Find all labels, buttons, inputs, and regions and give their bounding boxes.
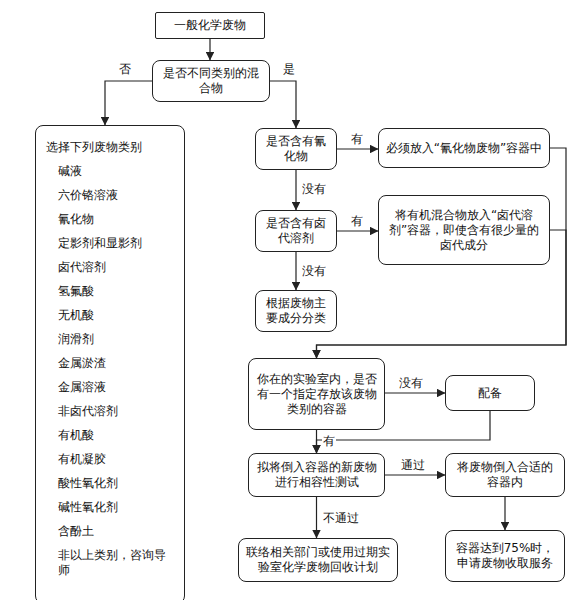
process-box: 拟将倒入容器的新废物进行相容性测试 bbox=[248, 453, 385, 497]
node-text: 是否不同类别的混合物 bbox=[159, 66, 263, 96]
node-text: 是否含有卤代溶剂 bbox=[262, 216, 330, 246]
node-text: 是否含有氰化物 bbox=[262, 134, 330, 164]
node-text: 一般化学废物 bbox=[174, 18, 246, 33]
category-list-box: 选择下列废物类别碱液六价铬溶液氰化物定影剂和显影剂卤代溶剂氢氟酸无机酸润滑剂金属… bbox=[35, 125, 185, 600]
node-text: 联络相关部门或使用过期实验室化学废物回收计划 bbox=[245, 545, 391, 575]
edge-label: 没有 bbox=[301, 264, 327, 278]
category-item: 氢氟酸 bbox=[46, 284, 94, 299]
edge-label: 有 bbox=[350, 214, 364, 228]
flow-arrow bbox=[504, 497, 505, 530]
category-item: 六价铬溶液 bbox=[46, 188, 118, 203]
decision-box: 是否含有氰化物 bbox=[255, 128, 337, 170]
category-item: 有机酸 bbox=[46, 428, 94, 443]
action-box: 将废物倒入合适的容器内 bbox=[445, 453, 565, 497]
flow-arrow bbox=[317, 148, 567, 358]
node-text: 配备 bbox=[478, 386, 502, 401]
category-item: 无机酸 bbox=[46, 308, 94, 323]
decision-box: 是否不同类别的混合物 bbox=[152, 60, 270, 102]
edge-label: 是 bbox=[282, 62, 296, 76]
node-text: 拟将倒入容器的新废物进行相容性测试 bbox=[255, 460, 378, 490]
flow-arrow bbox=[295, 252, 296, 290]
decision-box: 是否含有卤代溶剂 bbox=[255, 210, 337, 252]
list-heading: 选择下列废物类别 bbox=[46, 140, 142, 155]
category-item: 碱性氧化剂 bbox=[46, 500, 118, 515]
action-box: 联络相关部门或使用过期实验室化学废物回收计划 bbox=[238, 538, 398, 582]
category-item: 金属溶液 bbox=[46, 380, 106, 395]
flow-arrow bbox=[385, 392, 445, 393]
edge-label: 有 bbox=[350, 132, 364, 146]
action-box: 根据废物主要成分分类 bbox=[255, 290, 337, 332]
category-item: 有机凝胶 bbox=[46, 452, 106, 467]
category-item: 润滑剂 bbox=[46, 332, 94, 347]
flow-arrow bbox=[316, 430, 317, 453]
start-box: 一般化学废物 bbox=[155, 12, 265, 39]
category-item: 卤代溶剂 bbox=[46, 260, 106, 275]
category-item: 定影剂和显影剂 bbox=[46, 236, 142, 251]
category-item: 碱液 bbox=[46, 164, 82, 179]
action-box: 配备 bbox=[445, 375, 535, 411]
edge-label: 通过 bbox=[400, 458, 426, 472]
action-box: 必须放入“氰化物废物”容器中 bbox=[378, 128, 550, 168]
action-box: 容器达到75%时，申请废物收取服务 bbox=[445, 530, 565, 582]
node-text: 根据废物主要成分分类 bbox=[262, 296, 330, 326]
category-item: 非卤代溶剂 bbox=[46, 404, 118, 419]
node-text: 必须放入“氰化物废物”容器中 bbox=[386, 141, 542, 156]
flow-arrow bbox=[385, 474, 445, 475]
edge-label: 有 bbox=[322, 434, 336, 448]
category-item: 金属淤渣 bbox=[46, 356, 106, 371]
flow-arrow bbox=[337, 148, 378, 149]
flow-arrow bbox=[105, 81, 152, 125]
edge-label: 没有 bbox=[398, 376, 424, 390]
category-item: 含酚土 bbox=[46, 524, 94, 539]
decision-box: 你在的实验室内，是否有一个指定存放该废物类别的容器 bbox=[248, 358, 385, 430]
flow-arrow bbox=[337, 230, 378, 231]
flow-arrow bbox=[295, 170, 296, 210]
node-text: 你在的实验室内，是否有一个指定存放该废物类别的容器 bbox=[255, 372, 378, 417]
node-text: 将有机混合物放入“卤代溶剂”容器，即使含有很少量的卤代成分 bbox=[385, 208, 543, 253]
category-item: 非以上类别，咨询导师 bbox=[46, 548, 174, 578]
flow-arrow bbox=[316, 497, 317, 538]
edge-label: 没有 bbox=[301, 182, 327, 196]
edge-label: 否 bbox=[118, 62, 132, 76]
category-item: 酸性氧化剂 bbox=[46, 476, 118, 491]
category-item: 氰化物 bbox=[46, 212, 94, 227]
action-box: 将有机混合物放入“卤代溶剂”容器，即使含有很少量的卤代成分 bbox=[378, 195, 550, 265]
edge-label: 不通过 bbox=[322, 511, 360, 525]
node-text: 容器达到75%时，申请废物收取服务 bbox=[452, 541, 558, 571]
flow-arrow bbox=[270, 81, 296, 128]
node-text: 将废物倒入合适的容器内 bbox=[452, 460, 558, 490]
flow-arrow bbox=[209, 39, 210, 60]
